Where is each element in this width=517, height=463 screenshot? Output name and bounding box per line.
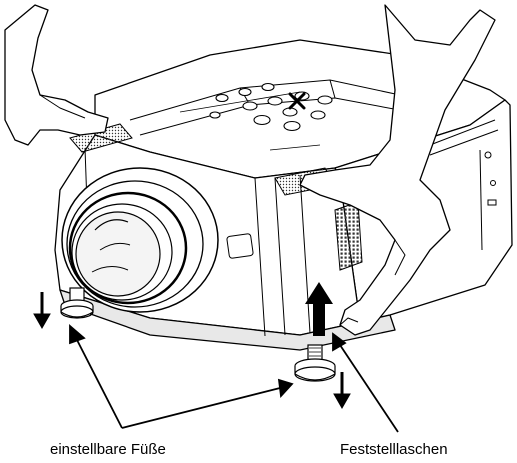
control-button-5	[267, 96, 283, 106]
control-button-3	[261, 82, 275, 92]
hands	[4, 4, 496, 336]
lock-latches-label: Feststelllaschen	[340, 441, 448, 458]
control-button-10	[253, 114, 271, 126]
control-button-7	[317, 95, 333, 105]
control-button-4	[242, 101, 258, 111]
up-arrow-icon	[305, 282, 333, 336]
control-button-12	[209, 111, 221, 119]
projector-base	[59, 289, 396, 351]
adjustable-foot-left	[60, 287, 94, 319]
projection-lens	[61, 167, 219, 313]
side-panel-details	[429, 119, 499, 251]
control-button-2	[238, 87, 252, 97]
side-vent	[334, 201, 363, 271]
right-hand	[299, 4, 496, 336]
control-button-9	[310, 110, 326, 120]
adjustable-foot-right	[294, 344, 336, 382]
down-arrow-left-icon	[33, 292, 51, 330]
top-panel-details	[129, 79, 411, 151]
down-arrow-right-icon	[333, 372, 351, 410]
left-hand	[4, 4, 109, 146]
motion-arrows	[33, 282, 351, 410]
control-button-1	[215, 93, 229, 103]
direction-pad-icon	[288, 92, 306, 110]
callout-pointers	[69, 324, 399, 433]
control-button-11	[283, 120, 301, 132]
adjustable-feet-label: einstellbare Füße	[50, 441, 166, 458]
